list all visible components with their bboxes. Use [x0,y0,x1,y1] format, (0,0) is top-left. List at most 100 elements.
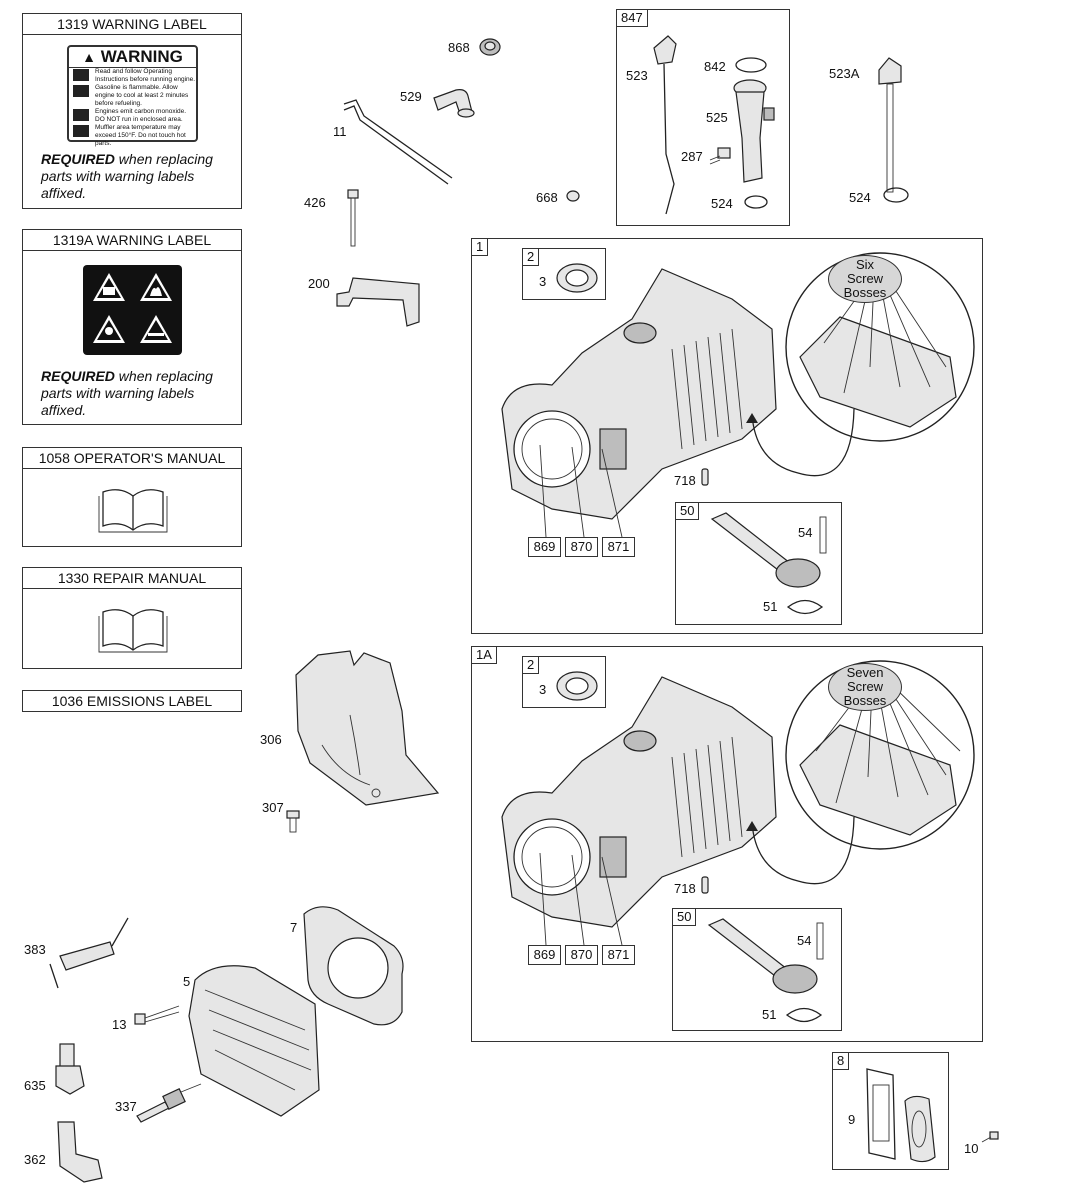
part-871-cell: 871 [602,537,635,557]
read-manual-icon [93,273,125,301]
part-871-cell: 871 [602,945,635,965]
part-383-label: 383 [24,942,46,957]
pin-leader-lines [539,852,623,946]
fumes-warning-icon [93,315,125,343]
part-7-head-gasket-drawing [303,906,404,1026]
part-635-fitting-drawing [55,1043,85,1095]
hot-surface-warning-icon [140,315,172,343]
fumes-icon [73,109,89,121]
part-523-dipstick-drawing [653,35,677,215]
breather-box-tag: 50 [672,908,697,926]
sticker-line-4: Muffler area temperature may exceed 150°… [69,124,196,148]
part-529-elbow-drawing [433,89,475,118]
fire-icon [73,85,89,97]
sticker-line-2: Gasoline is flammable. Allow engine to c… [69,84,196,108]
operators-manual-box: 1058 OPERATOR'S MANUAL [22,447,242,547]
gasket-kit-tag: 8 [832,1052,850,1070]
part-523a-dipstick-drawing [878,57,902,193]
callout-arrow [746,408,855,477]
open-book-icon [98,609,168,653]
part-287-screw-drawing [709,147,731,165]
part-54-label: 54 [797,933,812,948]
part-287-label: 287 [681,149,703,164]
part-426-bolt-drawing [347,189,359,247]
part-11-tube-drawing [343,99,453,185]
part-10-label: 10 [964,1141,979,1156]
part-868-plug-drawing [479,38,501,56]
assembly-number-tag: 1 [471,238,489,256]
part-9-label: 9 [848,1112,856,1127]
dowel-pin-drawing [701,468,709,486]
cylinder-block-drawing [501,268,777,520]
part-668-plug-drawing [566,190,580,202]
callout-arrow [746,816,855,885]
repair-manual-box: 1330 REPAIR MANUAL [22,567,242,669]
part-524-alt-label: 524 [849,190,871,205]
breather-box: 50 54 51 [675,502,842,625]
part-524-label: 524 [711,196,733,211]
part-5-cylinder-head-drawing [188,965,320,1117]
part-524-oring-drawing [744,195,768,209]
warning-sticker: ▲ WARNING Read and follow Operating Inst… [67,45,198,147]
part-426-label: 426 [304,195,326,210]
part-337-spark-plug-drawing [136,1083,202,1123]
part-337-label: 337 [115,1099,137,1114]
cylinder-assembly-box: 1 2 3 Six Screw Bosses 718 869 870 871 [471,238,983,634]
open-book-icon [98,489,168,533]
emissions-label-box: 1036 EMISSIONS LABEL [22,690,242,712]
part-306-shield-drawing [295,650,440,806]
oil-seal-drawing [556,671,598,701]
part-524-alt-oring-drawing [883,187,909,203]
part-668-label: 668 [536,190,558,205]
hot-surface-icon [73,125,89,137]
part-11-label: 11 [333,124,347,139]
part-869-cell: 869 [528,945,561,965]
pin-leader-lines [539,444,623,538]
part-870-cell: 870 [565,537,598,557]
part-870-cell: 870 [565,945,598,965]
part-868-label: 868 [448,40,470,55]
part-51-label: 51 [763,599,778,614]
gasket-kit-box: 8 9 [832,1052,949,1170]
part-200-label: 200 [308,276,330,291]
breather-gasket-drawing [786,599,824,615]
part-307-label: 307 [262,800,284,815]
fire-warning-icon [140,273,172,301]
part-362-label: 362 [24,1152,46,1167]
seal-box-tag: 2 [522,248,540,266]
part-525-tube-drawing [733,79,775,183]
seal-part-label: 3 [539,274,547,289]
part-10-screw-drawing [981,1131,999,1143]
breather-tube-drawing [710,512,827,588]
breather-box: 50 54 51 [672,908,842,1031]
part-525-label: 525 [706,110,728,125]
breather-box-tag: 50 [675,502,700,520]
part-842-label: 842 [704,59,726,74]
emissions-label-title: 1036 EMISSIONS LABEL [51,693,213,709]
part-842-oring-drawing [735,57,767,73]
part-200-bracket-drawing [336,277,420,327]
sticker-line-3: Engines emit carbon monoxide. DO NOT run… [69,108,196,124]
part-869-cell: 869 [528,537,561,557]
seal-part-label: 3 [539,682,547,697]
operators-manual-title: 1058 OPERATOR'S MANUAL [23,448,241,469]
screw-boss-callout-circle [785,660,975,850]
required-note-a: REQUIRED when replacing parts with warni… [41,368,213,418]
oil-seal-drawing [556,263,598,293]
part-362-elbow-drawing [57,1121,103,1183]
repair-manual-title: 1330 REPAIR MANUAL [23,568,241,589]
breather-tube-drawing [707,918,824,994]
seal-box: 2 3 [522,248,606,300]
warning-label-a-box: 1319A WARNING LABEL REQUIRED when replac… [22,229,242,425]
gasket-and-cover-drawing [866,1068,936,1163]
assembly-number-tag: 1A [471,646,497,664]
warning-sticker-heading: ▲ WARNING [69,47,196,68]
kit-number-tag: 847 [616,9,648,27]
cylinder-assembly-box: 1A 2 3 Seven Screw Bosses 718 869 870 87… [471,646,983,1042]
warning-label-title: 1319 WARNING LABEL [23,14,241,35]
part-718-label: 718 [674,473,696,488]
part-307-screw-drawing [286,810,300,833]
part-529-label: 529 [400,89,422,104]
warning-label-box: 1319 WARNING LABEL ▲ WARNING Read and fo… [22,13,242,209]
part-523a-label: 523A [829,66,860,81]
